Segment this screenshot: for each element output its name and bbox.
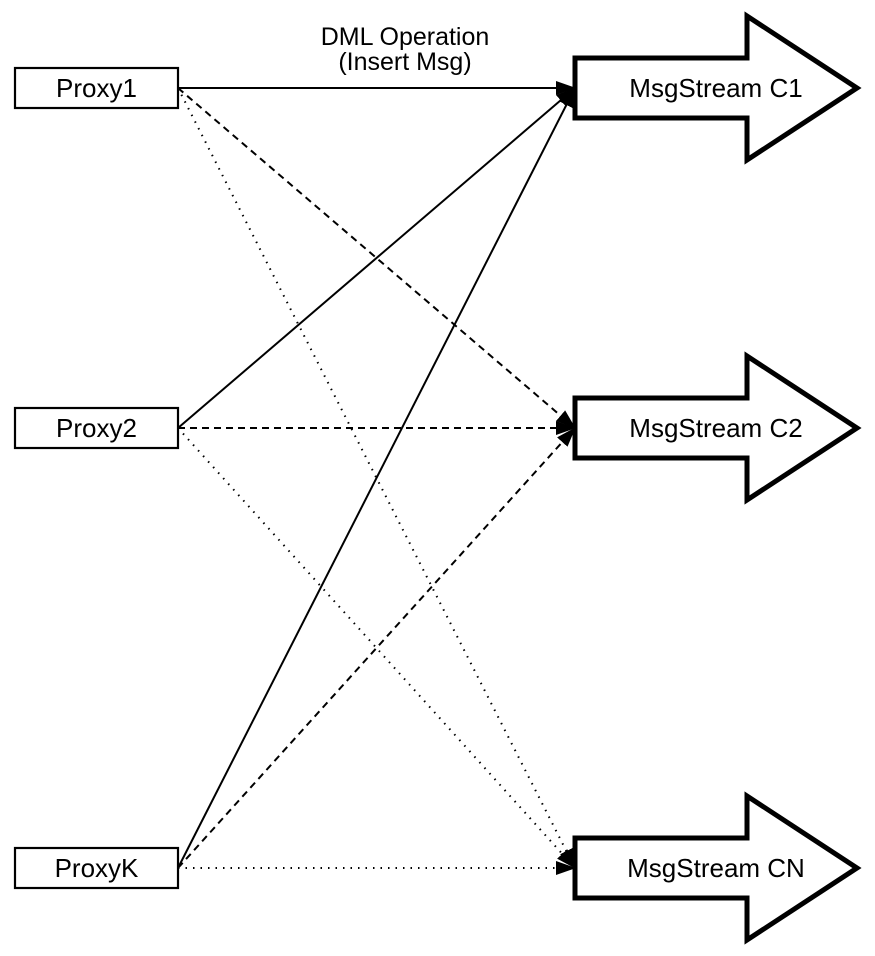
- edge-proxy1-c2: [177, 87, 576, 429]
- proxy-label-proxyk: ProxyK: [55, 853, 139, 883]
- proxy-box-proxyk: [13, 846, 180, 890]
- proxy-box-proxy1: [13, 66, 180, 110]
- edge-label-line2: (Insert Msg): [338, 48, 471, 76]
- stream-arrow-shape-c2: [572, 351, 862, 505]
- stream-label-c1: MsgStream C1: [629, 73, 802, 103]
- stream-arrow-cn: MsgStream CN: [572, 791, 862, 945]
- stream-label-cn: MsgStream CN: [627, 853, 805, 883]
- edge-label-dml-operation: DML Operation(Insert Msg): [321, 23, 490, 76]
- proxy-node-proxyk: ProxyK: [13, 846, 180, 890]
- proxy-node-proxy2: Proxy2: [13, 406, 180, 450]
- edge-label-line1: DML Operation: [321, 23, 490, 51]
- edge-proxyk-c2: [177, 427, 576, 869]
- proxy-label-proxy2: Proxy2: [56, 413, 137, 443]
- proxy-box-proxy2: [13, 406, 180, 450]
- edge-proxy2-cn: [177, 427, 576, 869]
- stream-arrow-shape-cn: [572, 791, 862, 945]
- stream-arrow-shape-c1: [572, 11, 862, 165]
- stream-arrow-c1: MsgStream C1: [572, 11, 862, 165]
- edge-proxy2-c1: [177, 87, 576, 429]
- stream-arrow-c2: MsgStream C2: [572, 351, 862, 505]
- edge-proxyk-c1: [177, 87, 576, 869]
- stream-label-c2: MsgStream C2: [629, 413, 802, 443]
- proxy-node-proxy1: Proxy1: [13, 66, 180, 110]
- proxy-label-proxy1: Proxy1: [56, 73, 137, 103]
